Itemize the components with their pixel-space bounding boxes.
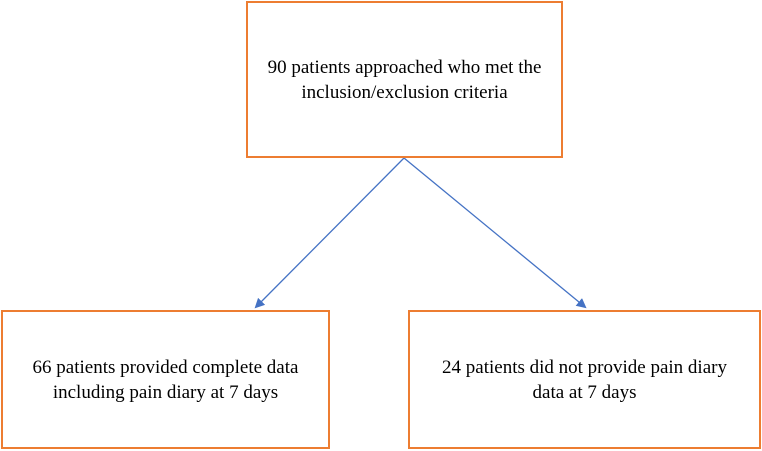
arrow-top-to-left — [254, 157, 405, 309]
node-patients-complete-data: 66 patients provided complete data inclu… — [1, 310, 330, 449]
node-patients-no-diary-data-label: 24 patients did not provide pain diary d… — [442, 356, 727, 403]
arrow-top-to-right — [403, 157, 587, 309]
node-patients-complete-data-label: 66 patients provided complete data inclu… — [32, 356, 299, 403]
node-patients-approached-label: 90 patients approached who met the inclu… — [267, 56, 542, 103]
node-patients-approached: 90 patients approached who met the inclu… — [246, 1, 563, 158]
node-patients-no-diary-data: 24 patients did not provide pain diary d… — [408, 310, 761, 449]
